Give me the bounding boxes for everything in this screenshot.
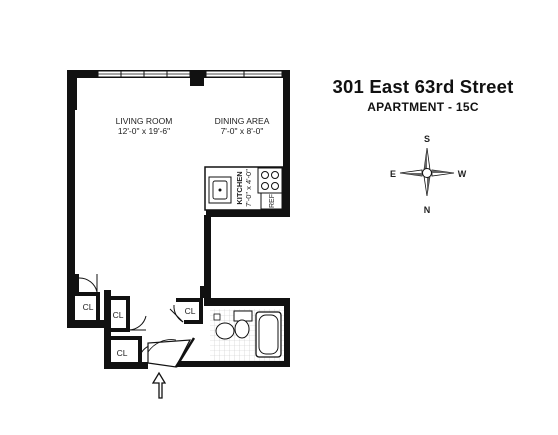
closet-label-1: CL <box>83 302 94 312</box>
living-room-dims: 12'-0" x 19'-6" <box>118 126 170 136</box>
address-block: 301 East 63rd Street APARTMENT - 15C <box>318 76 528 114</box>
entrance-arrow-icon <box>151 371 167 399</box>
closet-doors <box>78 274 184 357</box>
kitchen-dims: 7'-0" x 4'-0" <box>244 169 253 207</box>
refrigerator-label: REF <box>269 194 276 208</box>
entry-door <box>147 337 196 368</box>
compass-north-label: N <box>424 205 431 215</box>
closet-label-4: CL <box>117 348 128 358</box>
living-room-label: LIVING ROOM <box>116 116 173 126</box>
street-address: 301 East 63rd Street <box>332 76 514 97</box>
closet-label-3: CL <box>185 306 196 316</box>
kitchen-area <box>204 166 284 211</box>
kitchen-label: KITCHEN <box>235 171 244 204</box>
closets <box>70 292 203 362</box>
compass-east-label: E <box>390 169 396 179</box>
compass-west-label: W <box>458 169 467 179</box>
dining-area-dims: 7'-0" x 8'-0" <box>221 126 264 136</box>
dining-area-label: DINING AREA <box>215 116 270 126</box>
bathroom-fixtures <box>213 310 282 358</box>
compass-rose-icon <box>399 147 455 197</box>
windows <box>97 70 283 78</box>
compass-south-label: S <box>424 134 430 144</box>
apartment-number: APARTMENT - 15C <box>367 100 479 114</box>
closet-label-2: CL <box>113 310 124 320</box>
